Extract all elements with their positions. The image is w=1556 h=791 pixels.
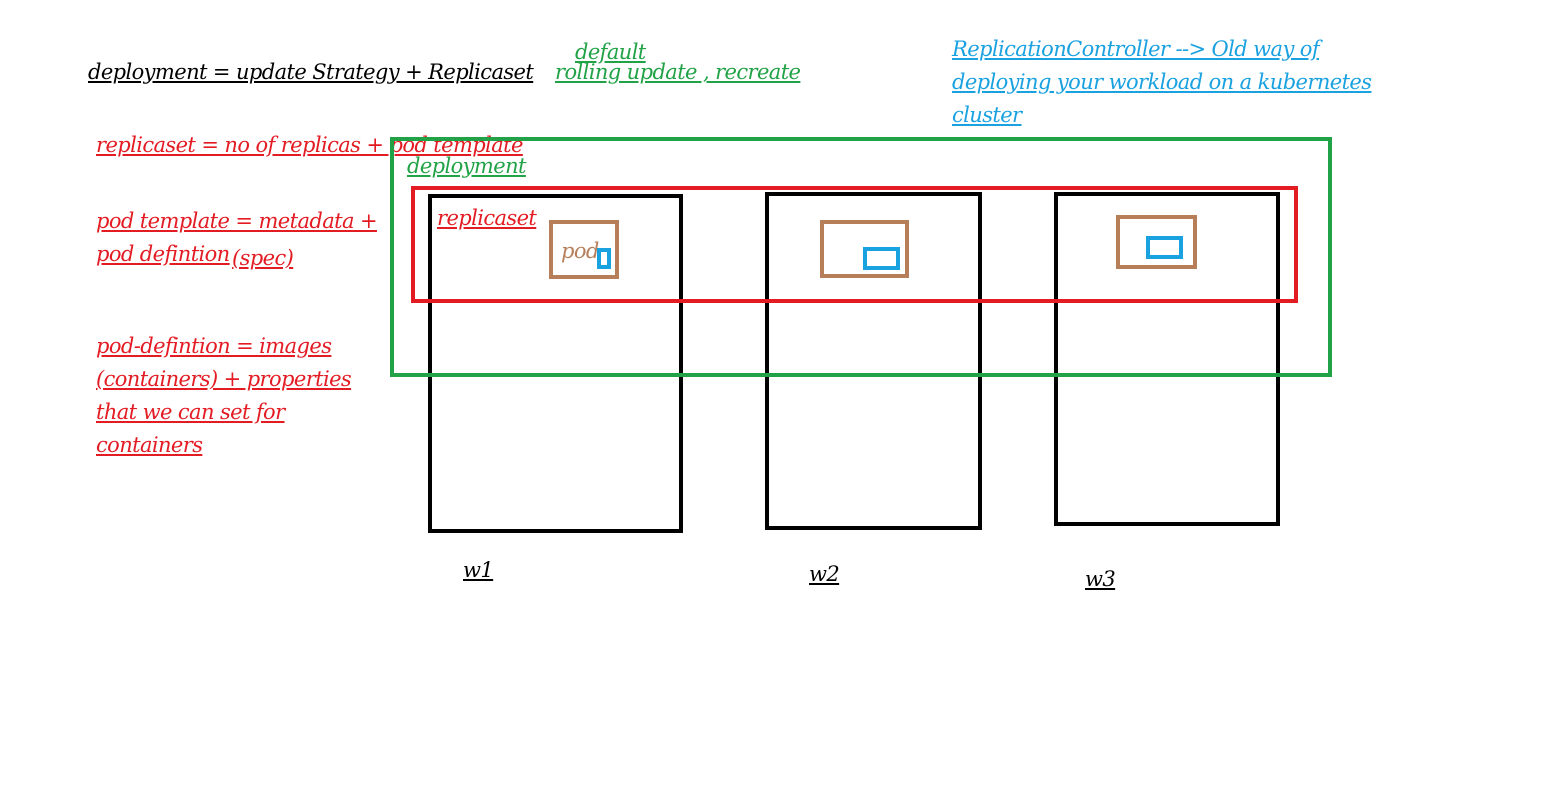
default-strategy-label: default (575, 40, 646, 64)
pod-w1 (549, 220, 619, 279)
pod-defintion-equation-line2: (containers) + properties (96, 367, 352, 391)
replicaset-box-label: replicaset (437, 206, 537, 230)
pod-template-equation: pod template = metadata + (96, 209, 378, 233)
worker-node-w1 (428, 194, 683, 533)
container-w3 (1146, 236, 1183, 259)
replicationcontroller-note-line3: cluster (952, 103, 1022, 127)
worker-label-w2: w2 (809, 562, 840, 586)
pod-defintion-equation-line4: containers (96, 433, 203, 457)
update-strategies-note: rolling update , recreate (555, 60, 801, 84)
worker-label-w3: w3 (1085, 567, 1116, 591)
pod-defintion-label: pod defintion (96, 242, 230, 266)
deployment-box (390, 137, 1332, 377)
worker-label-w1: w1 (463, 558, 494, 582)
pod-defintion-equation-line3: that we can set for (96, 400, 285, 424)
replicationcontroller-note-line2: deploying your workload on a kubernetes (952, 70, 1372, 94)
spec-label: (spec) (232, 246, 294, 270)
worker-node-w3 (1054, 192, 1280, 526)
container-w2 (863, 247, 900, 270)
pod-w3 (1116, 215, 1197, 269)
deployment-box-label: deployment (407, 154, 526, 178)
pod-label: pod (561, 239, 599, 263)
replicationcontroller-note-line1: ReplicationController --> Old way of (952, 37, 1320, 61)
pod-w2 (820, 220, 909, 278)
deployment-equation: deployment = update Strategy + Replicase… (88, 60, 534, 84)
container-w1 (597, 248, 611, 269)
pod-defintion-equation-line1: pod-defintion = images (96, 334, 332, 358)
worker-node-w2 (765, 192, 982, 530)
replicaset-box (411, 186, 1298, 303)
